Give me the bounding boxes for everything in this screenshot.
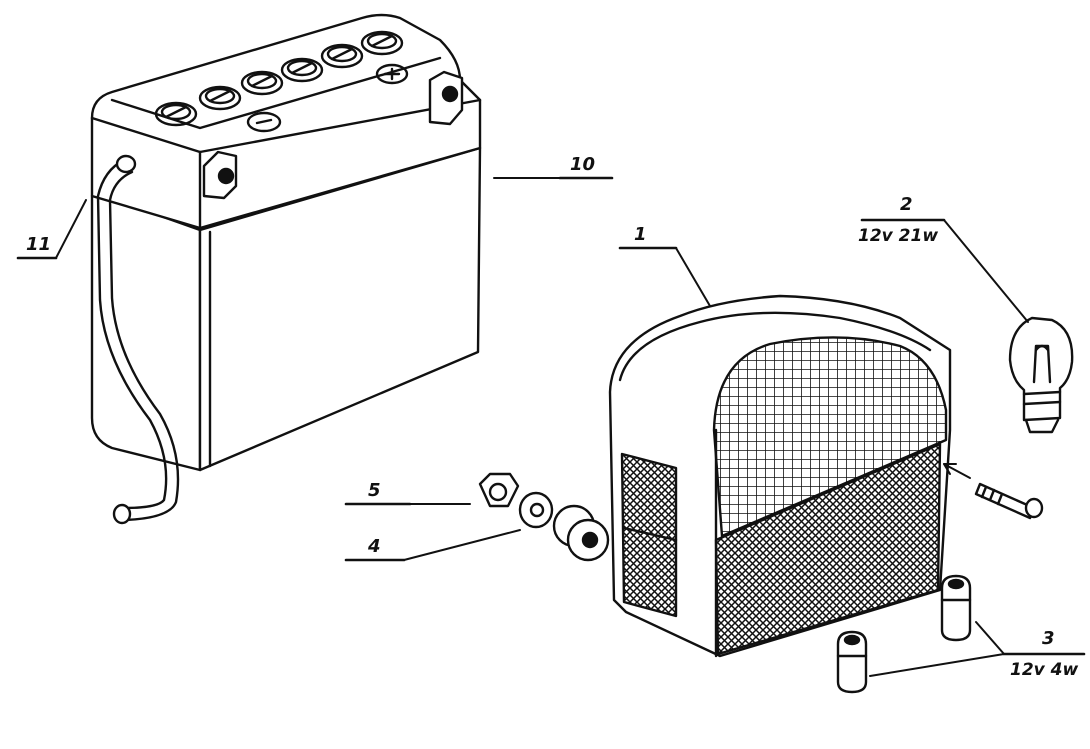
battery [90, 13, 482, 472]
callout-10-label: 10 [570, 154, 596, 175]
stop-tail-bulb [1008, 316, 1074, 434]
side-lamp-bulb-lower [836, 630, 868, 694]
mounting-screw [943, 463, 1044, 520]
callout-2-label: 2 [900, 194, 913, 215]
callout-3-label: 3 [1042, 628, 1055, 649]
leader-lines [16, 176, 1086, 677]
tail-lamp [608, 294, 952, 658]
nut [478, 472, 520, 508]
callout-11-label: 11 [26, 234, 52, 255]
negative-mark-icon [246, 111, 282, 133]
callout-3-spec: 12v 4w [1010, 660, 1079, 680]
vent-tube [96, 154, 180, 525]
washer [518, 491, 554, 529]
battery-terminal-negative [202, 150, 238, 200]
rubber-grommet [552, 504, 610, 562]
battery-cell-caps [154, 30, 404, 127]
callout-1-label: 1 [634, 224, 647, 245]
battery-terminal-positive [428, 70, 464, 126]
callout-5-label: 5 [368, 480, 381, 501]
callout-4-label: 4 [368, 536, 381, 557]
side-lamp-bulb-upper [940, 574, 972, 642]
positive-mark-icon [375, 63, 409, 85]
callout-2-spec: 12v 21w [858, 226, 939, 246]
